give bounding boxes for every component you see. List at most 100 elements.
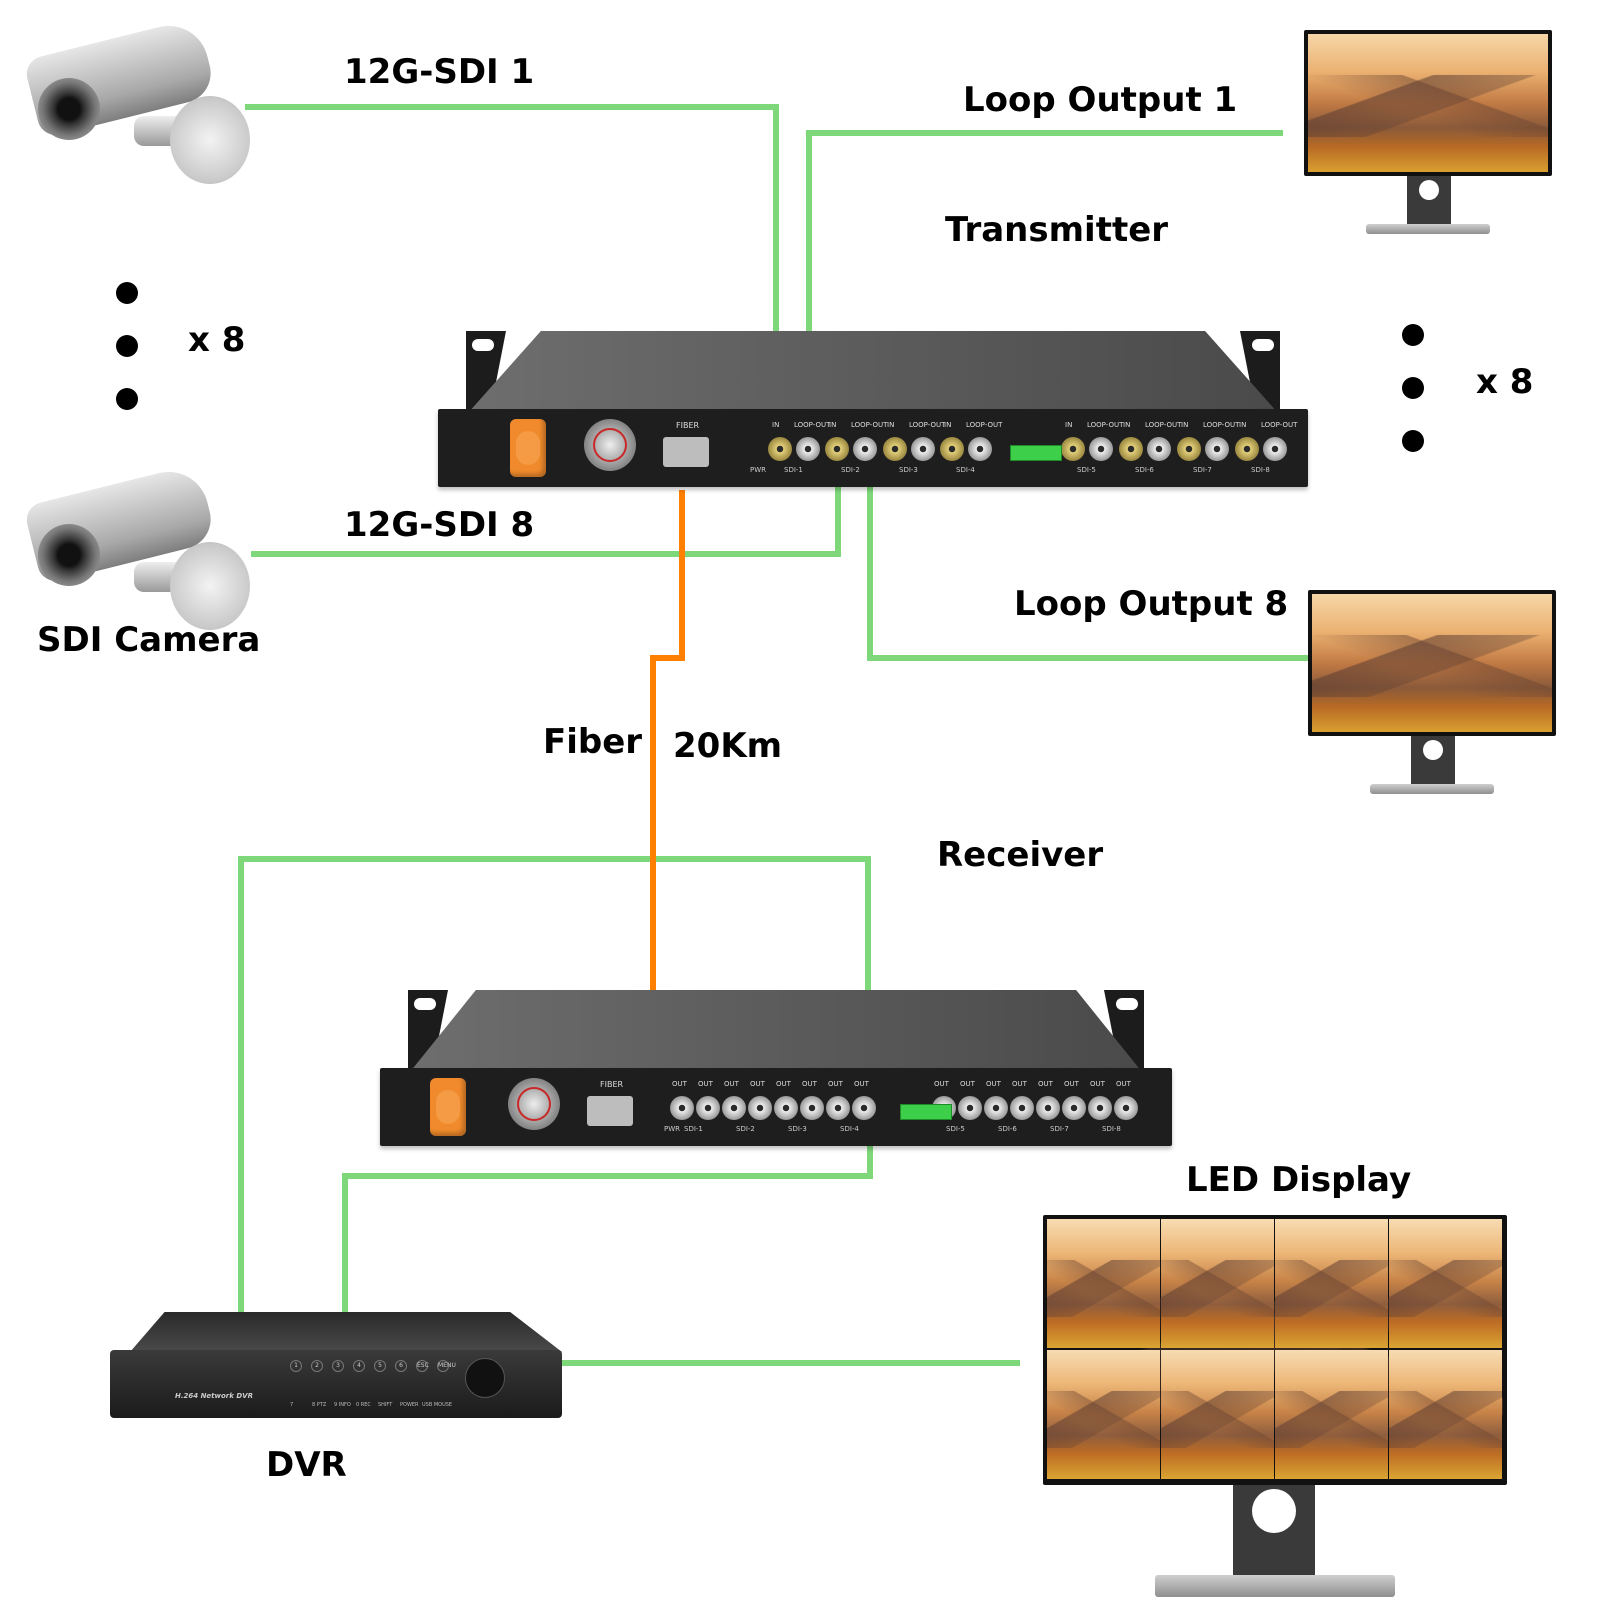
stand-hole <box>1252 1489 1296 1533</box>
bnc-out-connector[interactable] <box>984 1096 1008 1120</box>
port-loop-out-label: LOOP-OUT <box>909 421 946 429</box>
port-in-label: IN <box>829 421 837 429</box>
led-tile <box>1275 1219 1388 1348</box>
led-tile <box>1047 1350 1160 1479</box>
port-out-label: OUT <box>672 1080 687 1088</box>
dvr-button[interactable]: 5 <box>374 1360 386 1372</box>
fiber-port[interactable] <box>663 437 709 467</box>
bnc-out-connector[interactable] <box>748 1096 772 1120</box>
dvr-top <box>130 1312 562 1352</box>
bnc-in-connector[interactable] <box>825 437 849 461</box>
monitor-base <box>1370 784 1494 794</box>
bnc-in-connector[interactable] <box>1235 437 1259 461</box>
fiber-port-label: FIBER <box>600 1080 624 1089</box>
ellipsis-dot <box>1402 430 1424 452</box>
bnc-in-connector[interactable] <box>1061 437 1085 461</box>
led-tile <box>1389 1350 1502 1479</box>
bnc-out-connector[interactable] <box>852 1096 876 1120</box>
stand-hole <box>1423 740 1443 760</box>
led-tile <box>1161 1350 1274 1479</box>
led-display-monitor <box>1043 1215 1507 1600</box>
camera-lens-icon <box>38 78 100 140</box>
led-display-label: LED Display <box>1186 1160 1412 1200</box>
channel-label: SDI-8 <box>1251 466 1270 474</box>
ellipsis-dot <box>1402 377 1424 399</box>
bnc-out-connector[interactable] <box>1010 1096 1034 1120</box>
fiber-port[interactable] <box>587 1096 633 1126</box>
channel-label: SDI-7 <box>1193 466 1212 474</box>
bnc-out-connector[interactable] <box>774 1096 798 1120</box>
loop-output-8-label: Loop Output 8 <box>1014 584 1289 624</box>
dvr-button[interactable]: MENU <box>437 1360 456 1372</box>
bnc-out-connector[interactable] <box>1036 1096 1060 1120</box>
terminal-block <box>1010 445 1062 461</box>
bnc-in-connector[interactable] <box>883 437 907 461</box>
dvr-button[interactable]: 2 <box>311 1360 323 1372</box>
bnc-out-connector[interactable] <box>722 1096 746 1120</box>
monitor-base <box>1155 1575 1395 1597</box>
port-in-label: IN <box>1123 421 1131 429</box>
power-button[interactable] <box>584 419 636 471</box>
loop-output-1-monitor <box>1304 30 1552 234</box>
dvr-button[interactable]: 3 <box>332 1360 344 1372</box>
channel-label: SDI-4 <box>840 1125 859 1133</box>
dvr-button[interactable]: 6 <box>395 1360 407 1372</box>
bnc-out-connector[interactable] <box>826 1096 850 1120</box>
terminal-block <box>900 1104 952 1120</box>
dvr-jog-knob[interactable] <box>465 1358 505 1398</box>
power-socket <box>510 419 546 477</box>
bnc-in-connector[interactable] <box>1177 437 1201 461</box>
port-out-label: OUT <box>750 1080 765 1088</box>
power-button[interactable] <box>508 1078 560 1130</box>
pwr-led-label: PWR <box>664 1125 681 1133</box>
bnc-loop-out-connector[interactable] <box>796 437 820 461</box>
monitor-multiplier-label: x 8 <box>1476 362 1534 402</box>
bnc-out-connector[interactable] <box>958 1096 982 1120</box>
monitor-stand <box>1233 1485 1315 1581</box>
mount-hole <box>1252 339 1274 351</box>
channel-label: SDI-7 <box>1050 1125 1069 1133</box>
bnc-in-connector[interactable] <box>940 437 964 461</box>
channel-label: SDI-3 <box>899 466 918 474</box>
bnc-loop-out-connector[interactable] <box>1263 437 1287 461</box>
monitor-stand <box>1411 736 1455 788</box>
ellipsis-dot <box>116 335 138 357</box>
led-display-screen <box>1043 1215 1507 1485</box>
rack-top <box>468 331 1278 413</box>
port-out-label: OUT <box>1038 1080 1053 1088</box>
bnc-out-connector[interactable] <box>1088 1096 1112 1120</box>
port-loop-out-label: LOOP-OUT <box>1203 421 1240 429</box>
led-tile <box>1161 1219 1274 1348</box>
dvr-button[interactable]: ESC <box>416 1360 429 1372</box>
bnc-loop-out-connector[interactable] <box>853 437 877 461</box>
bnc-loop-out-connector[interactable] <box>1205 437 1229 461</box>
dvr-button[interactable]: 4 <box>353 1360 365 1372</box>
bnc-loop-out-connector[interactable] <box>1089 437 1113 461</box>
loop-output-1-label: Loop Output 1 <box>963 80 1238 120</box>
dvr-button-label: USB MOUSE <box>422 1402 453 1408</box>
cable-loop-output-8 <box>867 483 1313 661</box>
bnc-loop-out-connector[interactable] <box>911 437 935 461</box>
port-in-label: IN <box>1239 421 1247 429</box>
bnc-out-connector[interactable] <box>670 1096 694 1120</box>
bnc-out-connector[interactable] <box>1062 1096 1086 1120</box>
bnc-out-connector[interactable] <box>696 1096 720 1120</box>
bnc-loop-out-connector[interactable] <box>968 437 992 461</box>
port-out-label: OUT <box>1116 1080 1131 1088</box>
camera-mount <box>170 96 250 184</box>
bnc-out-connector[interactable] <box>800 1096 824 1120</box>
bnc-out-connector[interactable] <box>1114 1096 1138 1120</box>
receiver-label: Receiver <box>937 835 1104 875</box>
bnc-in-connector[interactable] <box>1119 437 1143 461</box>
ellipsis-dot <box>116 282 138 304</box>
bnc-in-connector[interactable] <box>768 437 792 461</box>
bnc-loop-out-connector[interactable] <box>1147 437 1171 461</box>
sdi-camera-label: SDI Camera <box>37 620 261 660</box>
dvr-button[interactable]: 1 <box>290 1360 302 1372</box>
port-in-label: IN <box>887 421 895 429</box>
sdi-camera-8 <box>22 462 252 632</box>
distance-label: 20Km <box>673 726 783 766</box>
